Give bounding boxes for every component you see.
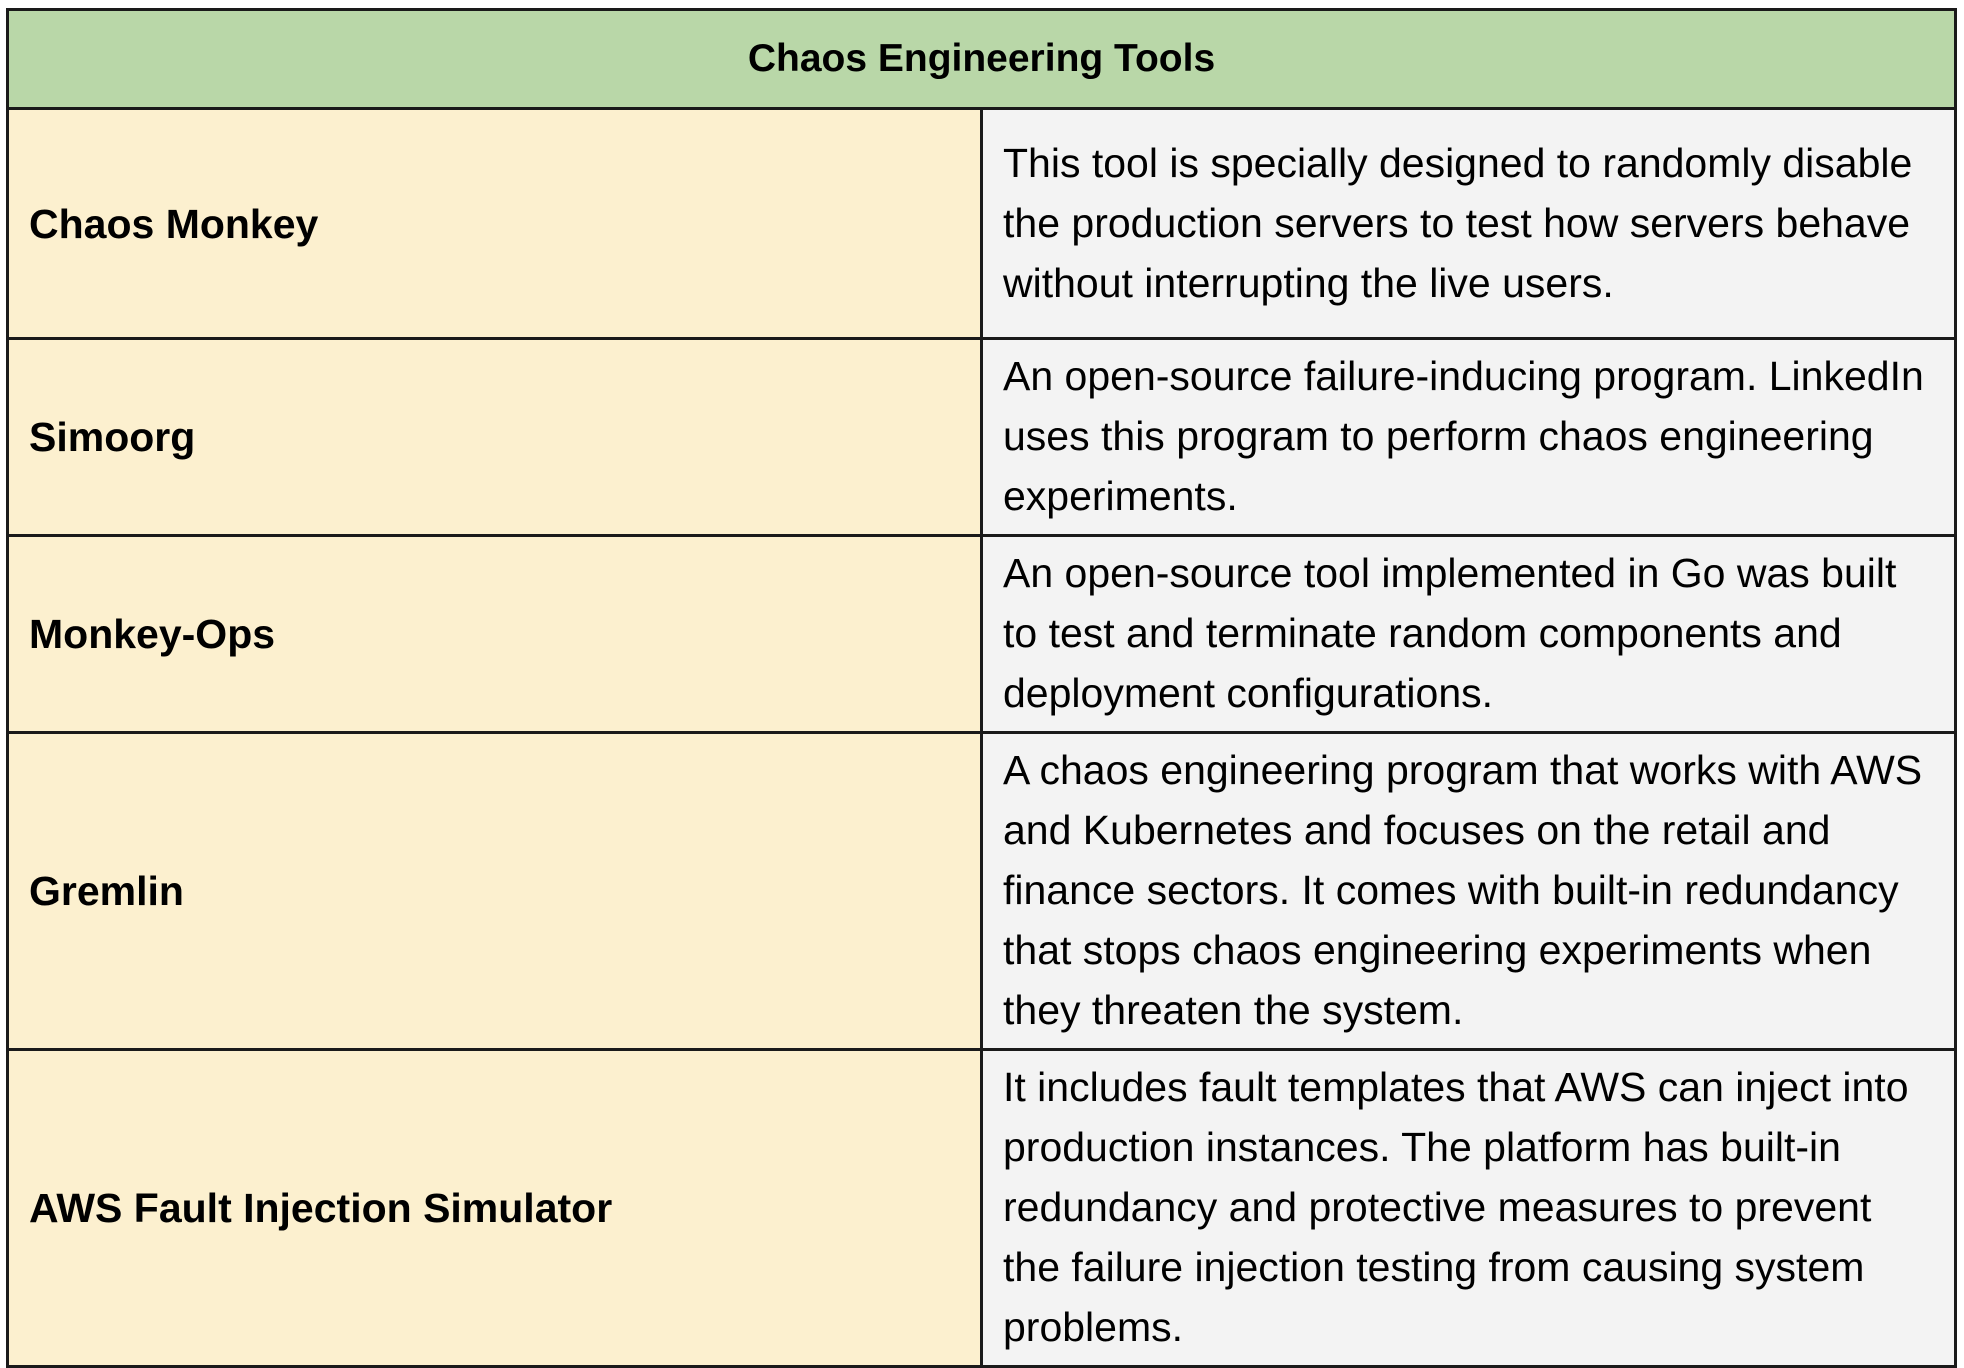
table-row: Simoorg An open-source failure-inducing … (6, 337, 1957, 537)
table-row: Chaos Monkey This tool is specially desi… (6, 107, 1957, 340)
tool-name: Simoorg (6, 337, 983, 537)
tool-description: A chaos engineering program that works w… (980, 731, 1957, 1051)
tool-name: Chaos Monkey (6, 107, 983, 340)
tool-description: This tool is specially designed to rando… (980, 107, 1957, 340)
table-header-row: Chaos Engineering Tools (6, 8, 1957, 110)
tool-description: It includes fault templates that AWS can… (980, 1048, 1957, 1368)
table-row: Monkey-Ops An open-source tool implement… (6, 534, 1957, 734)
tool-name: AWS Fault Injection Simulator (6, 1048, 983, 1368)
table-row: Gremlin A chaos engineering program that… (6, 731, 1957, 1051)
tool-description: An open-source tool implemented in Go wa… (980, 534, 1957, 734)
tool-name: Gremlin (6, 731, 983, 1051)
table-title: Chaos Engineering Tools (6, 8, 1957, 110)
table-row: AWS Fault Injection Simulator It include… (6, 1048, 1957, 1368)
chaos-tools-table: Chaos Engineering Tools Chaos Monkey Thi… (6, 8, 1957, 1368)
tool-name: Monkey-Ops (6, 534, 983, 734)
tool-description: An open-source failure-inducing program.… (980, 337, 1957, 537)
